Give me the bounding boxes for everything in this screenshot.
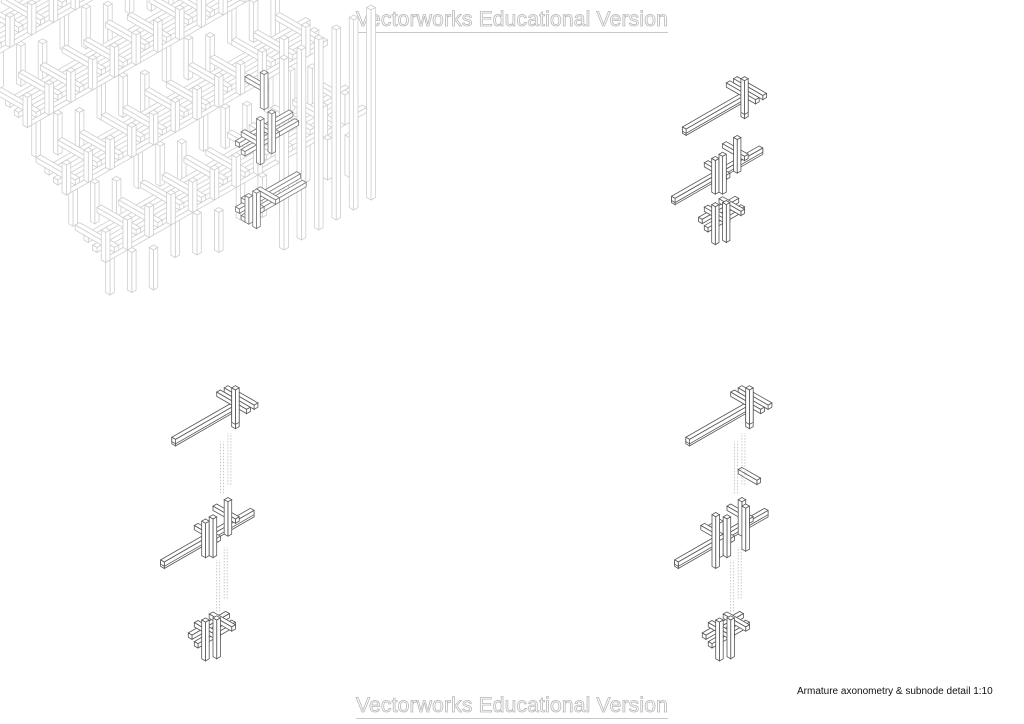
- watermark-top-text: Vectorworks Educational Version: [355, 8, 669, 33]
- subnode-exploded-b: [159, 385, 259, 662]
- watermark-top: Vectorworks Educational Version: [0, 8, 1024, 33]
- drawing-caption: Armature axonometry & subnode detail 1:1…: [797, 686, 993, 697]
- armature-highlighted-subnode: [234, 69, 308, 230]
- subnode-detail-a: [670, 76, 768, 246]
- armature-axonometry: [0, 0, 377, 296]
- watermark-bottom: Vectorworks Educational Version: [0, 694, 1024, 719]
- subnode-exploded-c: [673, 385, 773, 662]
- watermark-bottom-text: Vectorworks Educational Version: [355, 694, 669, 719]
